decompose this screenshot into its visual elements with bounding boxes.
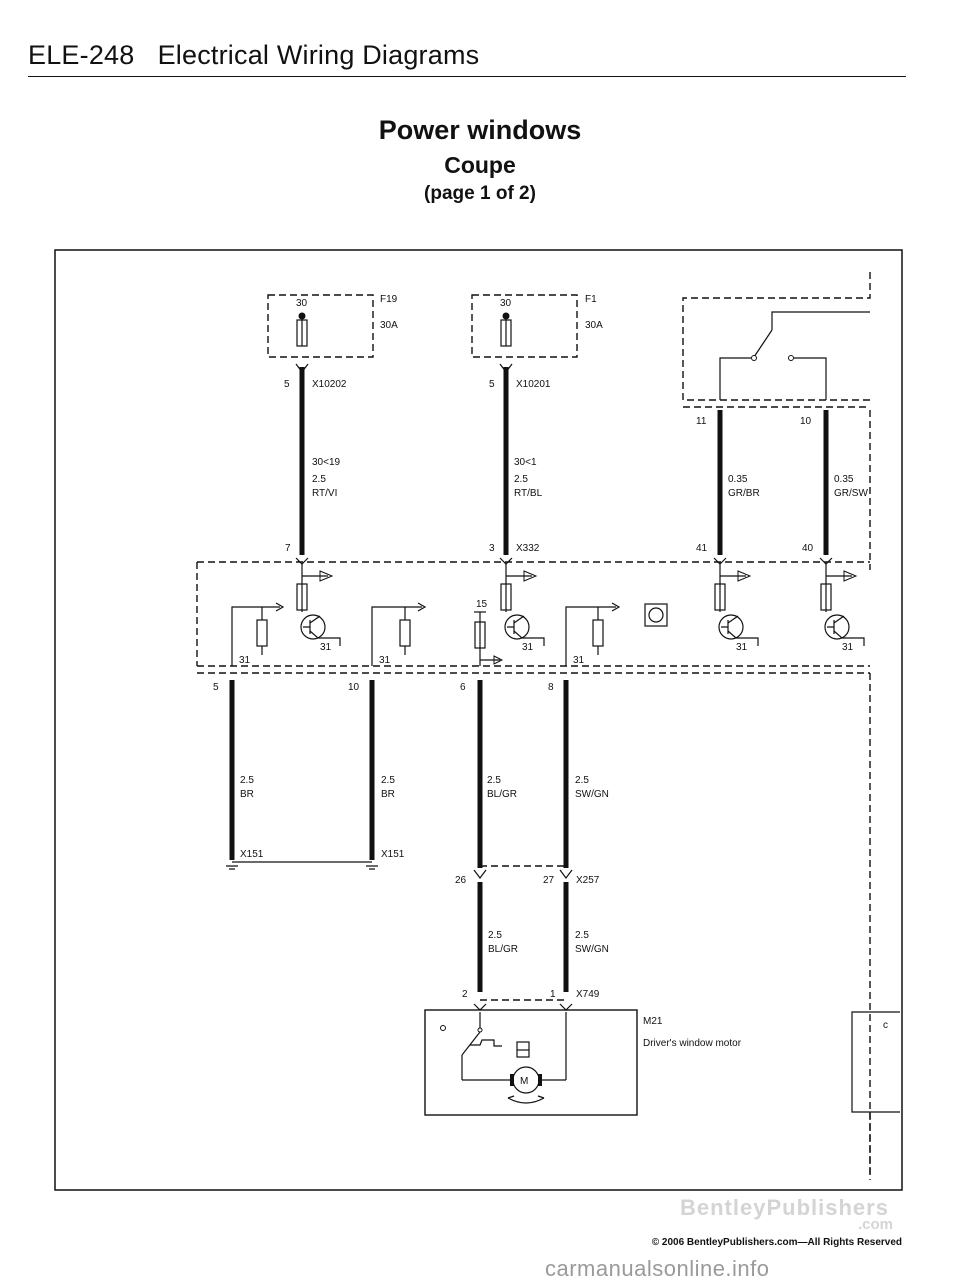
motor-letter: M bbox=[520, 1076, 528, 1087]
wire-label-w7: 2.5 BL/GR bbox=[487, 775, 517, 800]
x10201-name: X10201 bbox=[516, 379, 551, 390]
x749-name: X749 bbox=[576, 989, 600, 1000]
motor-id: M21 bbox=[643, 1016, 663, 1027]
svg-text:BR: BR bbox=[381, 789, 395, 800]
wire-label-w5: 2.5 BR bbox=[240, 775, 254, 800]
x749-pin-1: 1 bbox=[550, 989, 556, 1000]
switch-pin-11: 11 bbox=[696, 416, 707, 427]
wire-label-w3: 0.35 GR/BR bbox=[728, 474, 760, 499]
svg-text:2.5: 2.5 bbox=[575, 775, 589, 786]
section-title: Electrical Wiring Diagrams bbox=[157, 40, 480, 70]
svg-text:SW/GN: SW/GN bbox=[575, 944, 609, 955]
header-rule bbox=[28, 76, 906, 77]
x332-pin-3: 3 bbox=[489, 543, 495, 554]
svg-text:30<19: 30<19 bbox=[312, 457, 341, 468]
ground-31-f: 31 bbox=[736, 642, 748, 653]
motor-m21: M M21 Driver's window motor bbox=[424, 1009, 742, 1116]
x332-pin-7: 7 bbox=[285, 543, 291, 554]
window-control-module bbox=[196, 557, 871, 1180]
diagram-title: Power windows bbox=[378, 115, 582, 145]
wire-label-w6: 2.5 BR bbox=[381, 775, 395, 800]
x257-pin-26: 26 bbox=[455, 875, 467, 886]
fuse-f1-terminal: 30 bbox=[500, 298, 512, 309]
ground-31-c: 31 bbox=[379, 655, 391, 666]
right-stub-box: c bbox=[851, 1011, 900, 1175]
x10201-pin: 5 bbox=[489, 379, 495, 390]
svg-text:2.5: 2.5 bbox=[312, 474, 326, 485]
svg-text:GR/BR: GR/BR bbox=[728, 488, 760, 499]
diagram-subtitle: Coupe bbox=[444, 152, 516, 178]
ground-splice-x151: X151 X151 bbox=[226, 849, 405, 870]
window-switch: 11 10 bbox=[682, 272, 871, 570]
svg-text:SW/GN: SW/GN bbox=[575, 789, 609, 800]
fuse-f1-name: F1 bbox=[585, 294, 597, 305]
wire-label-w10: 2.5 SW/GN bbox=[575, 930, 609, 955]
fuse-f19-name: F19 bbox=[380, 294, 398, 305]
wire-label-w9: 2.5 BL/GR bbox=[488, 930, 518, 955]
diagram-frame bbox=[54, 249, 903, 1191]
motor-name: Driver's window motor bbox=[643, 1038, 742, 1049]
ground-31-g: 31 bbox=[842, 642, 854, 653]
out-pin-10: 10 bbox=[348, 682, 360, 693]
brand-logo: BentleyPublishers bbox=[680, 1195, 889, 1220]
brand-suffix: .com bbox=[858, 1216, 894, 1233]
svg-text:BL/GR: BL/GR bbox=[487, 789, 517, 800]
fuse-f1: 30 F1 30A bbox=[471, 294, 603, 358]
module-pin-15: 15 bbox=[476, 599, 488, 610]
x10202-pin: 5 bbox=[284, 379, 290, 390]
svg-text:GR/SW: GR/SW bbox=[834, 488, 868, 499]
x332-pin-40: 40 bbox=[802, 543, 814, 554]
out-pin-6: 6 bbox=[460, 682, 466, 693]
module-inputs bbox=[296, 564, 858, 612]
wire-label-w8: 2.5 SW/GN bbox=[575, 775, 609, 800]
connector-x749: 2 1 X749 bbox=[462, 989, 600, 1011]
x257-name: X257 bbox=[576, 875, 600, 886]
svg-text:RT/VI: RT/VI bbox=[312, 488, 337, 499]
svg-text:0.35: 0.35 bbox=[728, 474, 748, 485]
svg-text:2.5: 2.5 bbox=[381, 775, 395, 786]
svg-text:2.5: 2.5 bbox=[488, 930, 502, 941]
switch-pin-10: 10 bbox=[800, 416, 812, 427]
diagram-page: (page 1 of 2) bbox=[424, 183, 536, 204]
svg-text:2.5: 2.5 bbox=[240, 775, 254, 786]
fuse-f19-terminal: 30 bbox=[296, 298, 308, 309]
right-stub-label: c bbox=[883, 1020, 888, 1031]
wire-label-w4: 0.35 GR/SW bbox=[834, 474, 868, 499]
x332-name: X332 bbox=[516, 543, 540, 554]
svg-text:2.5: 2.5 bbox=[487, 775, 501, 786]
ground-31-d: 31 bbox=[522, 642, 534, 653]
svg-text:0.35: 0.35 bbox=[834, 474, 854, 485]
svg-text:BL/GR: BL/GR bbox=[488, 944, 518, 955]
ground-31-a: 31 bbox=[239, 655, 251, 666]
out-pin-8: 8 bbox=[548, 682, 554, 693]
fuse-f19: 30 F19 30A bbox=[267, 294, 398, 358]
fuse-f1-rating: 30A bbox=[585, 320, 603, 331]
wire-label-w1: 30<19 2.5 RT/VI bbox=[312, 457, 341, 499]
page-header: ELE-248 Electrical Wiring Diagrams bbox=[28, 40, 479, 71]
x257-pin-27: 27 bbox=[543, 875, 555, 886]
watermark: carmanualsonline.info bbox=[545, 1256, 770, 1281]
x151-right: X151 bbox=[381, 849, 405, 860]
x332-pin-41: 41 bbox=[696, 543, 708, 554]
ground-31-b: 31 bbox=[320, 642, 332, 653]
x749-pin-2: 2 bbox=[462, 989, 468, 1000]
svg-text:2.5: 2.5 bbox=[514, 474, 528, 485]
fuse-f19-rating: 30A bbox=[380, 320, 398, 331]
svg-text:BR: BR bbox=[240, 789, 254, 800]
module-transistors bbox=[300, 603, 865, 646]
page-id: ELE-248 bbox=[28, 40, 135, 70]
svg-text:2.5: 2.5 bbox=[575, 930, 589, 941]
connector-x257: 26 27 X257 bbox=[455, 865, 600, 886]
ground-31-e: 31 bbox=[573, 655, 585, 666]
svg-text:30<1: 30<1 bbox=[514, 457, 537, 468]
wire-label-w2: 30<1 2.5 RT/BL bbox=[514, 457, 543, 499]
x151-left: X151 bbox=[240, 849, 264, 860]
out-pin-5: 5 bbox=[213, 682, 219, 693]
x10202-name: X10202 bbox=[312, 379, 347, 390]
module-relays bbox=[231, 602, 621, 666]
svg-text:RT/BL: RT/BL bbox=[514, 488, 543, 499]
copyright: © 2006 BentleyPublishers.com—All Rights … bbox=[651, 1237, 902, 1248]
